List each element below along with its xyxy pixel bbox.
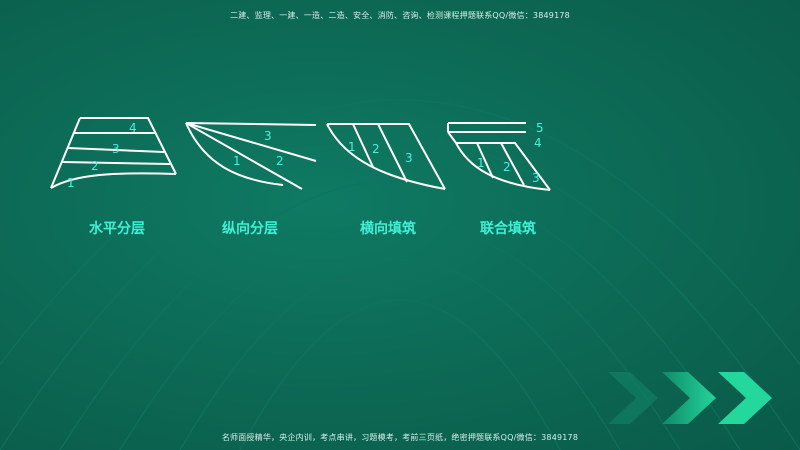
caption-combined-filling: 联合填筑 <box>480 221 536 237</box>
chevron-arrows-decoration <box>608 372 772 424</box>
top-banner: 二建、监理、一建、一造、二造、安全、消防、咨询、检测课程押题联系QQ/微信：38… <box>230 11 570 20</box>
caption-horizontal-layering: 水平分层 <box>89 221 145 237</box>
layer-2-label: 2 <box>503 160 511 174</box>
caption-transverse-filling: 横向填筑 <box>360 221 416 237</box>
layer-3-label: 3 <box>112 142 120 156</box>
layer-5-label: 5 <box>536 121 544 135</box>
chevron-left-icon <box>608 372 658 424</box>
diagram-horizontal-layering: 4 3 2 1 <box>50 117 177 190</box>
layer-4-label: 4 <box>129 121 137 135</box>
chevron-middle-icon <box>662 372 716 424</box>
diagram-transverse-filling: 1 2 3 <box>326 123 446 190</box>
layer-3-label: 3 <box>264 129 272 143</box>
layer-1-label: 1 <box>233 154 241 168</box>
layer-1-label: 1 <box>477 156 485 170</box>
layer-2-label: 2 <box>372 142 380 156</box>
layer-1-label: 1 <box>67 176 75 190</box>
layer-2-label: 2 <box>91 159 99 173</box>
layer-3-label: 3 <box>532 171 540 185</box>
chevron-right-icon <box>718 372 772 424</box>
layer-4-label: 4 <box>534 136 542 150</box>
layer-2-label: 2 <box>276 154 284 168</box>
layer-3-label: 3 <box>405 151 413 165</box>
layer-1-label: 1 <box>348 140 356 154</box>
diagram-combined-filling: 5 4 1 2 3 <box>447 121 551 191</box>
diagram-vertical-layering: 3 1 2 <box>185 122 317 190</box>
bottom-banner: 名师面授精华，央企内训，考点串讲，习题模考，考前三页纸，绝密押题联系QQ/微信：… <box>221 433 579 442</box>
caption-vertical-layering: 纵向分层 <box>222 221 278 237</box>
